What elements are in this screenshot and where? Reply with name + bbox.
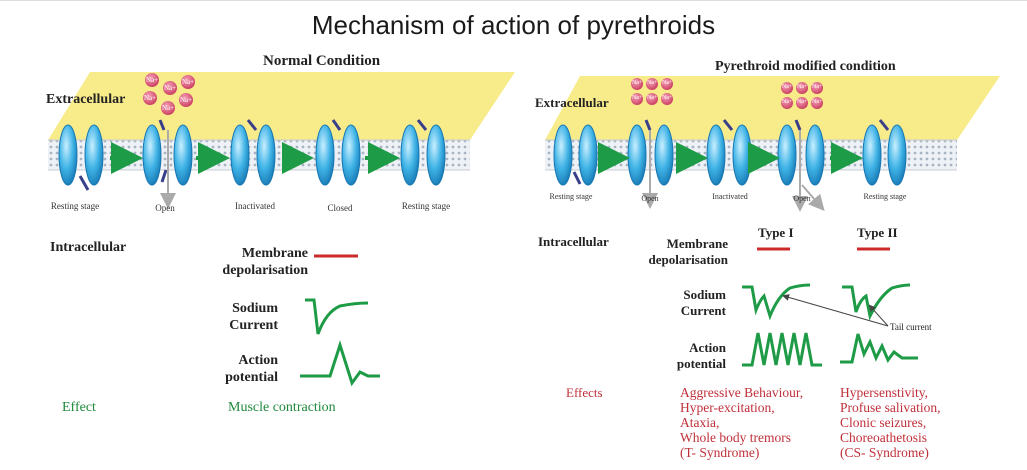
ion-label: Na+ bbox=[180, 96, 193, 104]
effect-item: Whole body tremors bbox=[680, 430, 791, 445]
label-line: depolarisation bbox=[648, 252, 728, 267]
effect-item: (T- Syndrome) bbox=[680, 445, 760, 460]
right-effects-label: Effects bbox=[566, 385, 603, 400]
right-stage-label: Inactivated bbox=[712, 192, 748, 201]
ion-label: Na+ bbox=[162, 104, 175, 112]
effect-item: Choreoathetosis bbox=[840, 430, 927, 445]
effect-item: Hypersenstivity, bbox=[840, 385, 928, 400]
slide-title: Mechanism of action of pyrethroids bbox=[311, 10, 716, 40]
effect-item: Profuse salivation, bbox=[840, 400, 941, 415]
left-channels bbox=[58, 119, 446, 191]
effect-item: Aggressive Behaviour, bbox=[680, 385, 804, 400]
left-stage-arrows bbox=[110, 130, 400, 209]
left-sodium-current-label: Sodium Current bbox=[208, 300, 278, 334]
ion-label: Na+ bbox=[797, 99, 808, 105]
right-extracellular-label: Extracellular bbox=[535, 95, 609, 110]
label-line: Action bbox=[689, 340, 726, 355]
right-intracellular-label: Intracellular bbox=[538, 234, 609, 249]
label-line: Current bbox=[229, 318, 278, 333]
right-sodium-current-label: Sodium Current bbox=[660, 287, 726, 319]
ion-label: Na+ bbox=[782, 84, 793, 90]
label-line: Sodium bbox=[232, 301, 278, 316]
ion-label: Na+ bbox=[812, 99, 823, 105]
ion-label: Na+ bbox=[647, 95, 658, 101]
type2-action-potential-trace bbox=[840, 333, 918, 364]
left-sodium-current-trace bbox=[305, 298, 369, 335]
label-line: Membrane bbox=[241, 246, 308, 261]
effect-item: Hyper-excitation, bbox=[680, 400, 775, 415]
right-stage-label: Open bbox=[793, 194, 811, 203]
left-extracellular-label: Extracellular bbox=[46, 92, 126, 107]
ion-label: Na+ bbox=[164, 84, 177, 92]
left-sodium-ions bbox=[143, 73, 195, 115]
left-intracellular-label: Intracellular bbox=[50, 240, 127, 255]
label-line: potential bbox=[225, 370, 278, 385]
left-stage-label: Resting stage bbox=[401, 201, 451, 211]
label-line: depolarisation bbox=[222, 263, 308, 278]
left-panel-heading: Normal Condition bbox=[263, 53, 381, 69]
label-line: Current bbox=[680, 303, 726, 318]
type1-effects-list: Aggressive Behaviour, Hyper-excitation, … bbox=[680, 385, 803, 460]
effect-item: (CS- Syndrome) bbox=[840, 445, 929, 460]
right-stage-label: Resting stage bbox=[863, 192, 907, 201]
ion-label: Na+ bbox=[782, 99, 793, 105]
tail-current-label: Tail current bbox=[890, 322, 932, 332]
left-stage-label: Open bbox=[155, 203, 175, 213]
effect-item: Clonic seizures, bbox=[840, 415, 927, 430]
left-stage-label: Resting stage bbox=[50, 201, 100, 211]
left-action-potential-label: Action potential bbox=[198, 352, 278, 386]
type2-sodium-current-trace bbox=[842, 283, 911, 321]
ion-label: Na+ bbox=[632, 80, 643, 86]
right-membrane bbox=[545, 76, 1000, 171]
type2-label: Type II bbox=[857, 225, 898, 240]
right-membrane-depolarisation-label: Membrane depolarisation bbox=[630, 236, 728, 268]
type1-action-potential-trace bbox=[742, 332, 822, 367]
ion-label: Na+ bbox=[647, 80, 658, 86]
left-action-potential-trace bbox=[300, 340, 380, 387]
ion-label: Na+ bbox=[797, 84, 808, 90]
tail-current-pointers bbox=[782, 294, 889, 327]
ion-label: Na+ bbox=[144, 94, 157, 102]
ion-label: Na+ bbox=[182, 78, 195, 86]
left-membrane-depolarisation-label: Membrane depolarisation bbox=[208, 245, 308, 279]
type1-label: Type I bbox=[758, 225, 794, 240]
right-stage-label: Open bbox=[641, 194, 659, 203]
label-line: Action bbox=[238, 353, 278, 368]
left-stage-label: Inactivated bbox=[235, 201, 275, 211]
label-line: Membrane bbox=[666, 236, 728, 251]
right-stage-arrows bbox=[598, 130, 863, 212]
right-stage-label: Resting stage bbox=[549, 192, 593, 201]
type1-sodium-current-trace bbox=[742, 283, 811, 321]
ion-label: Na+ bbox=[662, 80, 673, 86]
label-line: potential bbox=[676, 356, 726, 371]
right-action-potential-label: Action potential bbox=[652, 340, 726, 372]
ion-label: Na+ bbox=[662, 95, 673, 101]
ion-label: Na+ bbox=[632, 95, 643, 101]
top-divider bbox=[0, 0, 1027, 1]
label-line: Sodium bbox=[683, 287, 726, 302]
ion-label: Na+ bbox=[812, 84, 823, 90]
effect-item: Ataxia, bbox=[680, 415, 720, 430]
left-effect-value: Muscle contraction bbox=[228, 400, 336, 415]
ion-label: Na+ bbox=[146, 76, 159, 84]
right-sodium-ions bbox=[631, 78, 823, 109]
left-effect-label: Effect bbox=[62, 400, 96, 415]
left-stage-label: Closed bbox=[327, 203, 353, 213]
right-panel-heading: Pyrethroid modified condition bbox=[715, 59, 896, 74]
type2-effects-list: Hypersenstivity, Profuse salivation, Clo… bbox=[840, 385, 941, 460]
